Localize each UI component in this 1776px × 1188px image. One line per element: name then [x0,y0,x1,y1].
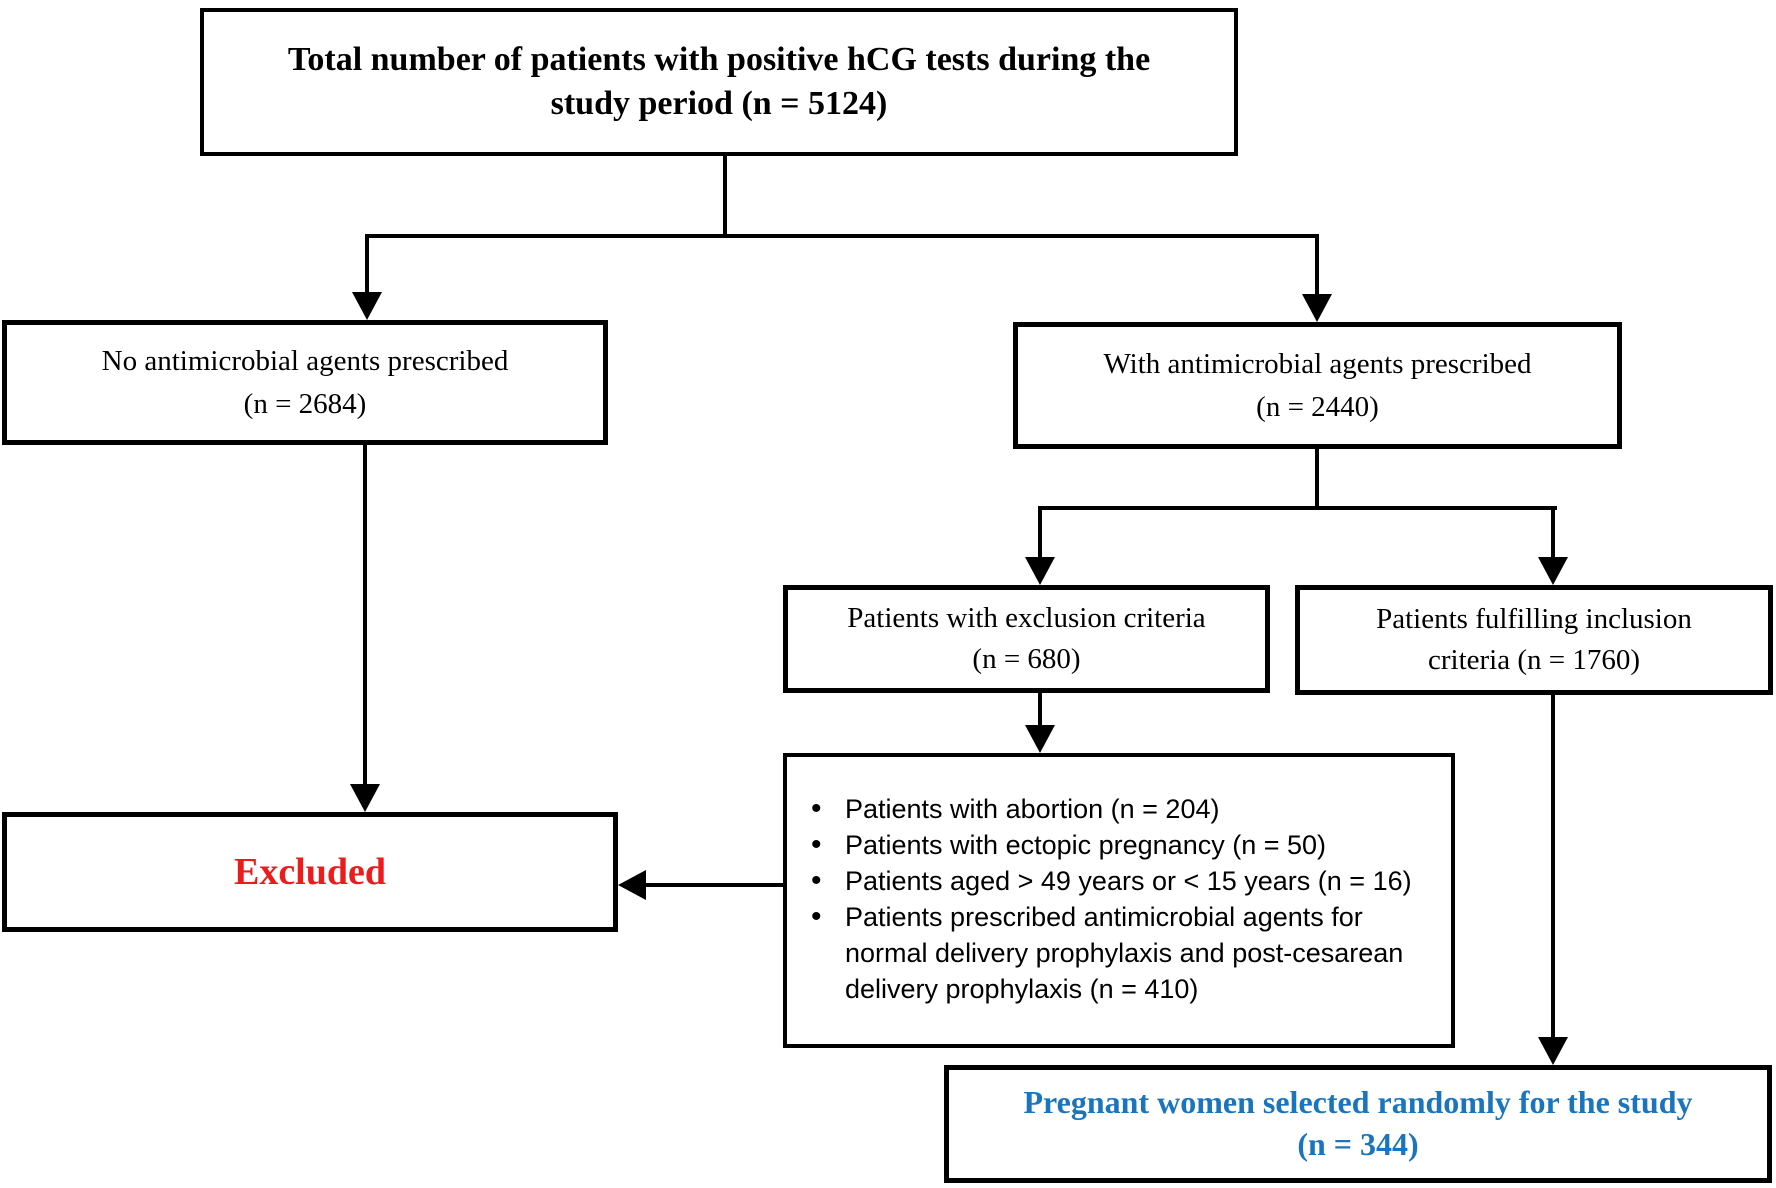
node-inclusion-line2: criteria (n = 1760) [1427,644,1641,676]
connector-to-no-antimicrobial [365,234,369,294]
connector-reasons-to-excluded [644,883,783,887]
connector-inclusion-to-selected [1551,695,1555,1039]
node-exclusion-line2: (n = 680) [972,643,1081,675]
node-total-line2: study period (n = 5124) [550,85,888,122]
node-selected-line1: Pregnant women selected randomly for the… [1023,1084,1693,1121]
connector-to-with-antimicrobial [1315,234,1319,296]
node-no-antimicrobial-line1: No antimicrobial agents prescribed [101,345,509,378]
connector-to-exclusion-criteria [1038,506,1042,559]
connector-first-split-horizontal [365,234,1319,238]
node-total-line1: Total number of patients with positive h… [287,40,1151,78]
node-no-antimicrobial-line2: (n = 2684) [243,387,367,420]
arrowhead-into-reasons [1025,725,1055,753]
node-inclusion-criteria: Patients fulfilling inclusion criteria (… [1295,585,1773,695]
arrowhead-into-excluded [350,784,380,812]
exclusion-reason-item: Patients aged > 49 years or < 15 years (… [801,863,1435,899]
node-selected-women: Pregnant women selected randomly for the… [944,1065,1772,1183]
node-excluded-label: Excluded [233,851,387,893]
arrowhead-into-exclusion-criteria [1025,557,1055,585]
node-exclusion-line1: Patients with exclusion criteria [847,602,1206,635]
arrowhead-into-selected [1538,1037,1568,1065]
arrowhead-into-inclusion-criteria [1538,557,1568,585]
connector-to-inclusion-criteria [1551,506,1555,559]
node-with-antimicrobial-line1: With antimicrobial agents prescribed [1103,348,1532,381]
exclusion-reason-item: Patients with abortion (n = 204) [801,791,1435,827]
node-with-antimicrobial-line2: (n = 2440) [1256,390,1379,423]
exclusion-reason-item: Patients prescribed antimicrobial agents… [801,899,1435,1007]
node-with-antimicrobial: With antimicrobial agents prescribed (n … [1013,322,1622,449]
connector-total-stem [723,156,727,238]
node-selected-line2: (n = 344) [1297,1126,1419,1162]
exclusion-reasons-list: Patients with abortion (n = 204) Patient… [801,791,1435,1007]
exclusion-reason-item: Patients with ectopic pregnancy (n = 50) [801,827,1435,863]
node-exclusion-criteria: Patients with exclusion criteria (n = 68… [783,585,1270,693]
connector-exclusion-to-reasons [1038,693,1042,727]
node-exclusion-reasons: Patients with abortion (n = 204) Patient… [783,753,1455,1048]
node-no-antimicrobial: No antimicrobial agents prescribed (n = … [2,320,608,445]
arrowhead-into-with-antimicrobial [1302,294,1332,322]
connector-second-split-horizontal [1038,506,1557,510]
connector-no-antimicrobial-to-excluded [363,443,367,786]
node-excluded: Excluded [2,812,618,932]
connector-with-antimicrobial-stem [1315,449,1319,510]
arrowhead-into-no-antimicrobial [352,292,382,320]
node-inclusion-line1: Patients fulfilling inclusion [1376,603,1692,636]
node-total-patients: Total number of patients with positive h… [200,8,1238,156]
arrowhead-left-into-excluded [618,870,646,900]
